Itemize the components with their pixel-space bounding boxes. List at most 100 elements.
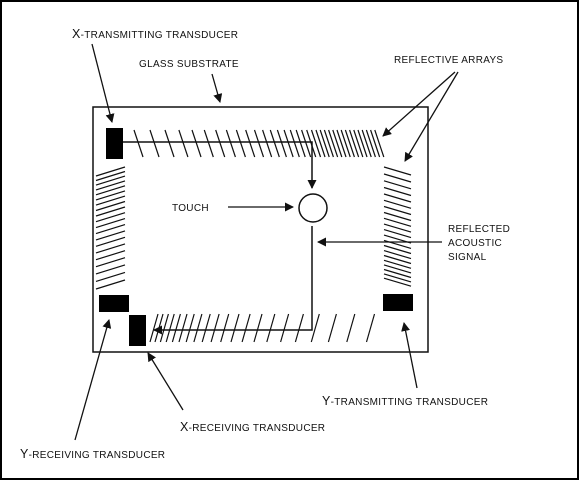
- reflector-mark: [383, 211, 412, 222]
- reflector-mark: [357, 129, 368, 158]
- reflector-mark: [253, 313, 263, 343]
- reflector-mark: [383, 250, 412, 260]
- reflector-mark: [95, 190, 126, 201]
- reflector-mark: [95, 206, 126, 217]
- reflector-mark: [361, 129, 372, 158]
- reflector-mark: [235, 129, 246, 158]
- reflector-mark: [95, 218, 126, 229]
- y-transmitting-transducer: [383, 294, 413, 311]
- reflective-array-right: [383, 166, 412, 287]
- reflector-mark: [332, 129, 343, 158]
- x-receiving-transducer: [129, 315, 146, 346]
- reflected-signal-label-line2: ACOUSTIC: [448, 238, 502, 249]
- reflector-mark: [365, 129, 376, 158]
- reflective-array-bottom: [149, 313, 376, 343]
- y-transmitting-pointer-arrow: [401, 322, 418, 389]
- reflected-signal-label-line3: SIGNAL: [448, 252, 487, 263]
- reflector-mark: [133, 129, 144, 158]
- reflector-mark: [306, 129, 317, 158]
- y-transmitting-label: Y-TRANSMITTING TRANSDUCER: [322, 394, 488, 408]
- reflector-mark: [95, 250, 126, 261]
- reflector-mark: [383, 268, 412, 279]
- reflector-mark: [245, 129, 256, 158]
- reflector-mark: [225, 129, 236, 158]
- reflector-mark: [383, 173, 412, 183]
- reflector-mark: [294, 313, 304, 343]
- reflector-mark: [241, 313, 251, 343]
- reflector-mark: [191, 129, 202, 158]
- reflector-mark: [383, 205, 412, 216]
- reflector-mark: [383, 259, 412, 269]
- reflector-mark: [295, 129, 306, 158]
- reflector-mark: [276, 129, 287, 158]
- reflector-mark: [383, 254, 412, 265]
- reflector-mark: [340, 129, 351, 158]
- reflector-mark: [310, 129, 322, 158]
- reflector-mark: [383, 229, 412, 239]
- glass-substrate-pointer-arrow: [211, 73, 223, 103]
- x-transmitting-label: X-TRANSMITTING TRANSDUCER: [72, 27, 238, 41]
- reflector-mark: [95, 236, 126, 247]
- reflector-mark: [323, 129, 334, 158]
- reflector-mark: [220, 313, 230, 343]
- reflector-mark: [95, 224, 126, 235]
- glass-substrate-panel: [92, 106, 429, 353]
- reflector-mark: [193, 313, 203, 343]
- reflector-mark: [95, 271, 126, 282]
- reflector-mark: [353, 129, 364, 158]
- reflector-mark: [95, 200, 126, 212]
- touch-label: TOUCH: [172, 203, 209, 214]
- reflector-mark: [159, 313, 169, 343]
- reflector-mark: [370, 129, 381, 158]
- reflector-mark: [95, 180, 126, 191]
- y-receiving-label: Y-RECEIVING TRANSDUCER: [20, 447, 165, 461]
- reflector-mark: [383, 244, 412, 255]
- reflective-arrays-label: REFLECTIVE ARRAYS: [394, 55, 503, 66]
- touch-point: [298, 193, 328, 223]
- reflector-mark: [95, 279, 126, 290]
- reflector-mark: [327, 313, 337, 343]
- reflector-mark: [289, 129, 300, 158]
- y-receiving-pointer-arrow: [74, 319, 112, 441]
- reflector-mark: [165, 313, 175, 343]
- reflector-mark: [178, 313, 188, 343]
- reflector-mark: [346, 313, 356, 343]
- reflector-mark: [344, 129, 355, 158]
- reflector-mark: [171, 313, 181, 343]
- reflector-mark: [336, 129, 347, 158]
- reflector-mark: [95, 170, 126, 182]
- reflector-mark: [164, 129, 175, 158]
- reflector-mark: [185, 313, 195, 343]
- reflector-mark: [319, 129, 330, 158]
- reflective-arrays-pointer-right: [404, 71, 459, 162]
- reflector-mark: [269, 129, 280, 158]
- reflector-mark: [349, 129, 360, 158]
- reflector-mark: [383, 193, 412, 203]
- reflector-mark: [383, 199, 412, 209]
- reflector-mark: [328, 129, 339, 158]
- reflector-mark: [383, 180, 412, 190]
- reflector-mark: [374, 129, 385, 158]
- reflector-mark: [95, 166, 126, 177]
- glass-substrate-label: GLASS SUBSTRATE: [139, 59, 239, 70]
- x-transmitting-pointer-arrow: [91, 43, 115, 123]
- reflector-mark: [365, 313, 376, 343]
- reflector-mark: [383, 217, 412, 227]
- reflector-mark: [283, 129, 294, 158]
- reflector-mark: [262, 129, 273, 158]
- x-transmitting-transducer: [106, 128, 123, 159]
- reflector-mark: [383, 166, 412, 176]
- reflector-mark: [253, 129, 265, 158]
- x-receiving-pointer-arrow: [147, 352, 184, 411]
- reflector-mark: [210, 313, 220, 343]
- reflector-mark: [383, 273, 412, 283]
- reflective-arrays-pointer-top: [382, 71, 456, 137]
- reflector-mark: [383, 277, 412, 287]
- y-receiving-transducer: [99, 295, 129, 312]
- reflector-mark: [203, 129, 214, 158]
- reflector-mark: [280, 313, 290, 343]
- reflector-mark: [230, 313, 240, 343]
- reflector-mark: [95, 264, 126, 275]
- reflector-mark: [95, 195, 126, 206]
